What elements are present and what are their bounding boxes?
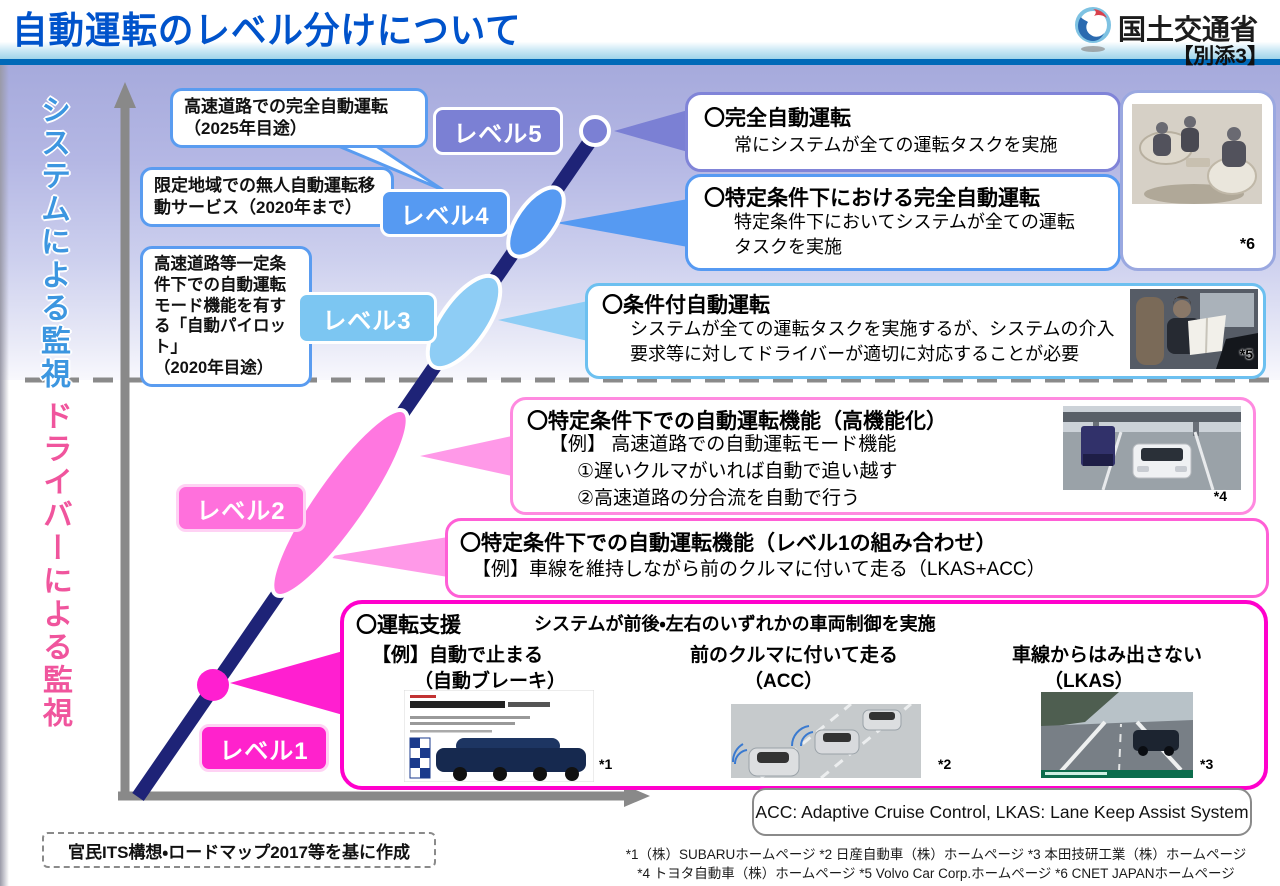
example1-line2: （自動ブレーキ） (414, 671, 567, 692)
level4-marker (506, 185, 566, 259)
level2-combination-box: 〇特定条件下での自動運転機能（レベル1の組み合わせ） 【例】車線を維持しながら前… (445, 518, 1269, 598)
level2a-line3: ②高速道路の分合流を自動で行う (577, 488, 861, 509)
example1-line1: 【例】自動で止まる (372, 645, 544, 666)
level2-pill: レベル2 (176, 484, 306, 532)
lkas-lane-keep-image (1041, 692, 1193, 780)
pointer-level5 (614, 110, 688, 152)
level2b-line1: 【例】車線を維持しながら前のクルマに付いて走る（LKAS+ACC） (472, 559, 1046, 580)
level5-description-box: 〇完全自動運転 常にシステムが全ての運転タスクを実施 (685, 92, 1121, 172)
level2a-title: 〇特定条件下での自動運転機能（高機能化） (527, 410, 947, 433)
image-credit-footnotes: *1（株）SUBARUホームページ *2 日産自動車（株）ホームページ *3 本… (600, 845, 1272, 883)
acc-following-image (731, 702, 921, 780)
agency-name: 国土交通省 (1118, 14, 1259, 45)
level1-title: 〇運転支援 (356, 614, 461, 637)
example2-line1: 前のクルマに付いて走る (690, 645, 898, 666)
level5-box-body: 常にシステムが全ての運転タスクを実施 (734, 135, 1058, 155)
callout-level4: 限定地域での無人自動運転移 動サービス（2020年まで） (140, 167, 394, 228)
left-edge-shading (0, 65, 9, 886)
image2-ref: *2 (938, 756, 952, 772)
level3-box-body: システムが全ての運転タスクを実施するが、システムの介入 要求等に対してドライバー… (630, 319, 1115, 364)
example3-line1: 車線からはみ出さない (1012, 645, 1203, 666)
level1-description-box: 〇運転支援 システムが前後・左右のいずれかの車両制御を実施 【例】自動で止まる … (340, 600, 1268, 790)
image5-ref: *5 (1239, 346, 1253, 362)
horizontal-axis-arrowhead (624, 785, 650, 807)
level1-subtitle: システムが前後・左右のいずれかの車両制御を実施 (534, 614, 936, 634)
pointer-level4 (556, 199, 688, 247)
level5-box-title: 〇完全自動運転 (704, 107, 851, 130)
header-rule (0, 59, 1280, 65)
level2a-line2: ①遅いクルマがいれば自動で追い越す (577, 461, 898, 482)
image1-ref: *1 (599, 756, 613, 772)
mlit-logo-icon (1072, 5, 1114, 60)
autonomous-car-interior-image (1132, 104, 1262, 204)
system-monitoring-label: システムによる監視 (36, 94, 69, 391)
vertical-axis-arrowhead (114, 82, 136, 108)
level3-box-title: 〇条件付自動運転 (602, 294, 770, 317)
level3-pill: レベル3 (297, 292, 437, 344)
driver-reading-newspaper-image (1130, 289, 1258, 369)
level45-photo-frame: *6 (1120, 90, 1276, 271)
attachment-label: 【別添3】 (1172, 45, 1268, 68)
level3-description-box: 〇条件付自動運転 システムが全ての運転タスクを実施するが、システムの介入 要求等… (585, 283, 1266, 379)
pointer-level3 (498, 301, 588, 341)
footnote-line1: *1（株）SUBARUホームページ *2 日産自動車（株）ホームページ *3 本… (625, 847, 1247, 862)
image6-ref: *6 (1239, 236, 1255, 253)
footnote-line2: *4 トヨタ自動車（株）ホームページ *5 Volvo Car Corp.ホーム… (637, 866, 1235, 882)
pointer-level2a (420, 436, 512, 476)
callout-level5: 高速道路での完全自動運転 （2025年目途） (170, 88, 428, 149)
level5-pill: レベル5 (433, 107, 563, 155)
example3-line2: （LKAS） (1044, 671, 1134, 692)
level4-description-box: 〇特定条件下における完全自動運転 特定条件下においてシステムが全ての運転 タスク… (685, 174, 1121, 271)
level1-pill: レベル1 (199, 724, 329, 772)
level1-marker (197, 669, 229, 701)
level2a-line1: 【例】 高速道路での自動運転モード機能 (549, 434, 897, 455)
level4-pill: レベル4 (380, 189, 510, 237)
example2-line2: （ACC） (744, 671, 824, 692)
page-title: 自動運転のレベル分けについて (12, 10, 522, 51)
level2-marker (270, 408, 410, 598)
level3-marker (425, 273, 503, 371)
level2-advanced-box: 〇特定条件下での自動運転機能（高機能化） 【例】 高速道路での自動運転モード機能… (510, 397, 1256, 515)
driver-monitoring-label: ドライバーによる監視 (38, 400, 71, 730)
level4-box-title: 〇特定条件下における完全自動運転 (704, 187, 1040, 210)
callout-level3: 高速道路等一定条 件下での自動運転 モード機能を有す る「自動パイロット」 （2… (140, 246, 312, 387)
level5-marker (579, 115, 611, 147)
image4-ref: *4 (1213, 488, 1227, 504)
acc-lkas-note: ACC: Adaptive Cruise Control, LKAS: Lane… (752, 788, 1252, 836)
level2b-title: 〇特定条件下での自動運転機能（レベル1の組み合わせ） (460, 532, 997, 555)
highway-autopilot-image (1063, 406, 1241, 491)
pointer-level1 (230, 651, 343, 715)
pointer-level2b (326, 537, 448, 577)
level4-box-body: 特定条件下においてシステムが全ての運転 タスクを実施 (734, 212, 1075, 257)
header-band (0, 42, 1280, 59)
automatic-braking-ad-image (403, 689, 595, 783)
image3-ref: *3 (1200, 756, 1214, 772)
source-note: 官民ITS構想・ロードマップ2017等を基に作成 (42, 832, 436, 868)
